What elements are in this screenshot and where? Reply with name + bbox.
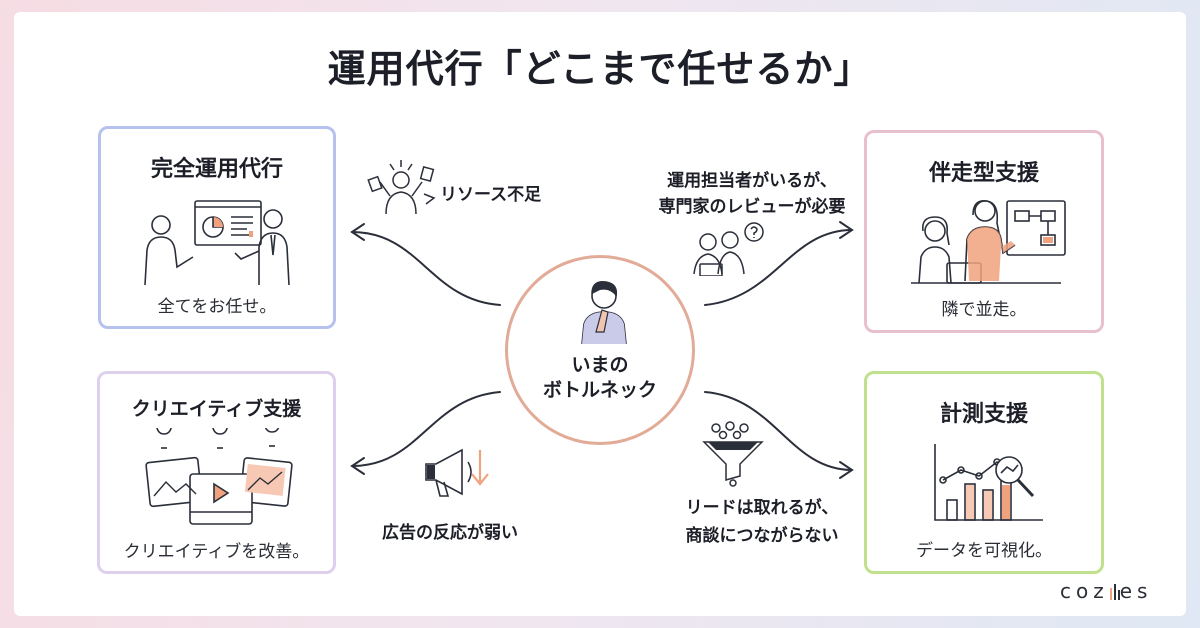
bottleneck-circle: いまの ボトルネック	[505, 255, 695, 445]
brand-logo-right: es	[1119, 579, 1153, 603]
label-lead-line-2: 商談につながらない	[685, 526, 839, 546]
card-pace-title: 伴走型支援	[928, 161, 1039, 186]
brand-logo-bars-icon	[1109, 581, 1120, 600]
card-measure-title: 計測支援	[939, 402, 1028, 427]
label-review-line-2: 専門家のレビューが必要	[658, 197, 846, 217]
card-full-caption: 全てをお任せ。	[157, 297, 277, 317]
label-review-needed: 運用担当者がいるが、 専門家のレビューが必要	[632, 168, 872, 220]
megaphone-icon	[425, 448, 489, 497]
card-measurement-support: 計測支援 データを可視化。	[864, 371, 1104, 574]
consulting-people-icon	[144, 200, 290, 286]
label-leads-not-converting: リードは取れるが、 商談につながらない	[662, 494, 862, 550]
brand-logo-left: coz	[1060, 579, 1109, 603]
card-full-operation: 完全運用代行 全てをお任せ。	[98, 126, 336, 329]
card-creative-title: クリエイティブ支援	[131, 398, 302, 420]
question-people-icon	[693, 222, 764, 276]
arrow-head-measure	[839, 461, 854, 479]
arrow-head-pace	[839, 221, 854, 239]
arrow-to-creative	[351, 391, 501, 467]
label-lead-line-1: リードは取れるが、	[685, 498, 839, 518]
center-line-1: いまの	[571, 354, 629, 376]
label-review-line-1: 運用担当者がいるが、	[667, 171, 837, 191]
thinking-person-icon	[581, 280, 627, 345]
label-weak-ad-response: 広告の反応が弱い	[382, 523, 518, 543]
card-full-title: 完全運用代行	[150, 157, 283, 182]
coaching-people-icon	[911, 199, 1066, 284]
arrow-head-full	[350, 223, 365, 241]
analytics-chart-icon	[934, 444, 1043, 521]
overwhelmed-person-icon	[367, 160, 436, 215]
card-creative-support: クリエイティブ支援 クリエイティブを改善。	[97, 371, 336, 574]
card-measure-caption: データを可視化。	[916, 541, 1052, 561]
arrow-head-creative	[350, 457, 365, 475]
creative-media-icon	[145, 428, 293, 525]
card-creative-caption: クリエイティブを改善。	[123, 542, 310, 562]
label-resource-shortage: リソース不足	[440, 185, 542, 205]
page-title: 運用代行「どこまで任せるか」	[327, 47, 873, 91]
arrow-to-pace	[704, 229, 853, 306]
card-side-by-side-support: 伴走型支援 隣で並走。	[864, 130, 1104, 333]
card-pace-caption: 隣で並走。	[941, 300, 1027, 320]
arrow-to-measure	[704, 391, 853, 471]
center-line-2: ボトルネック	[542, 379, 657, 401]
lead-funnel-icon	[702, 421, 764, 487]
arrow-to-full	[351, 231, 501, 306]
